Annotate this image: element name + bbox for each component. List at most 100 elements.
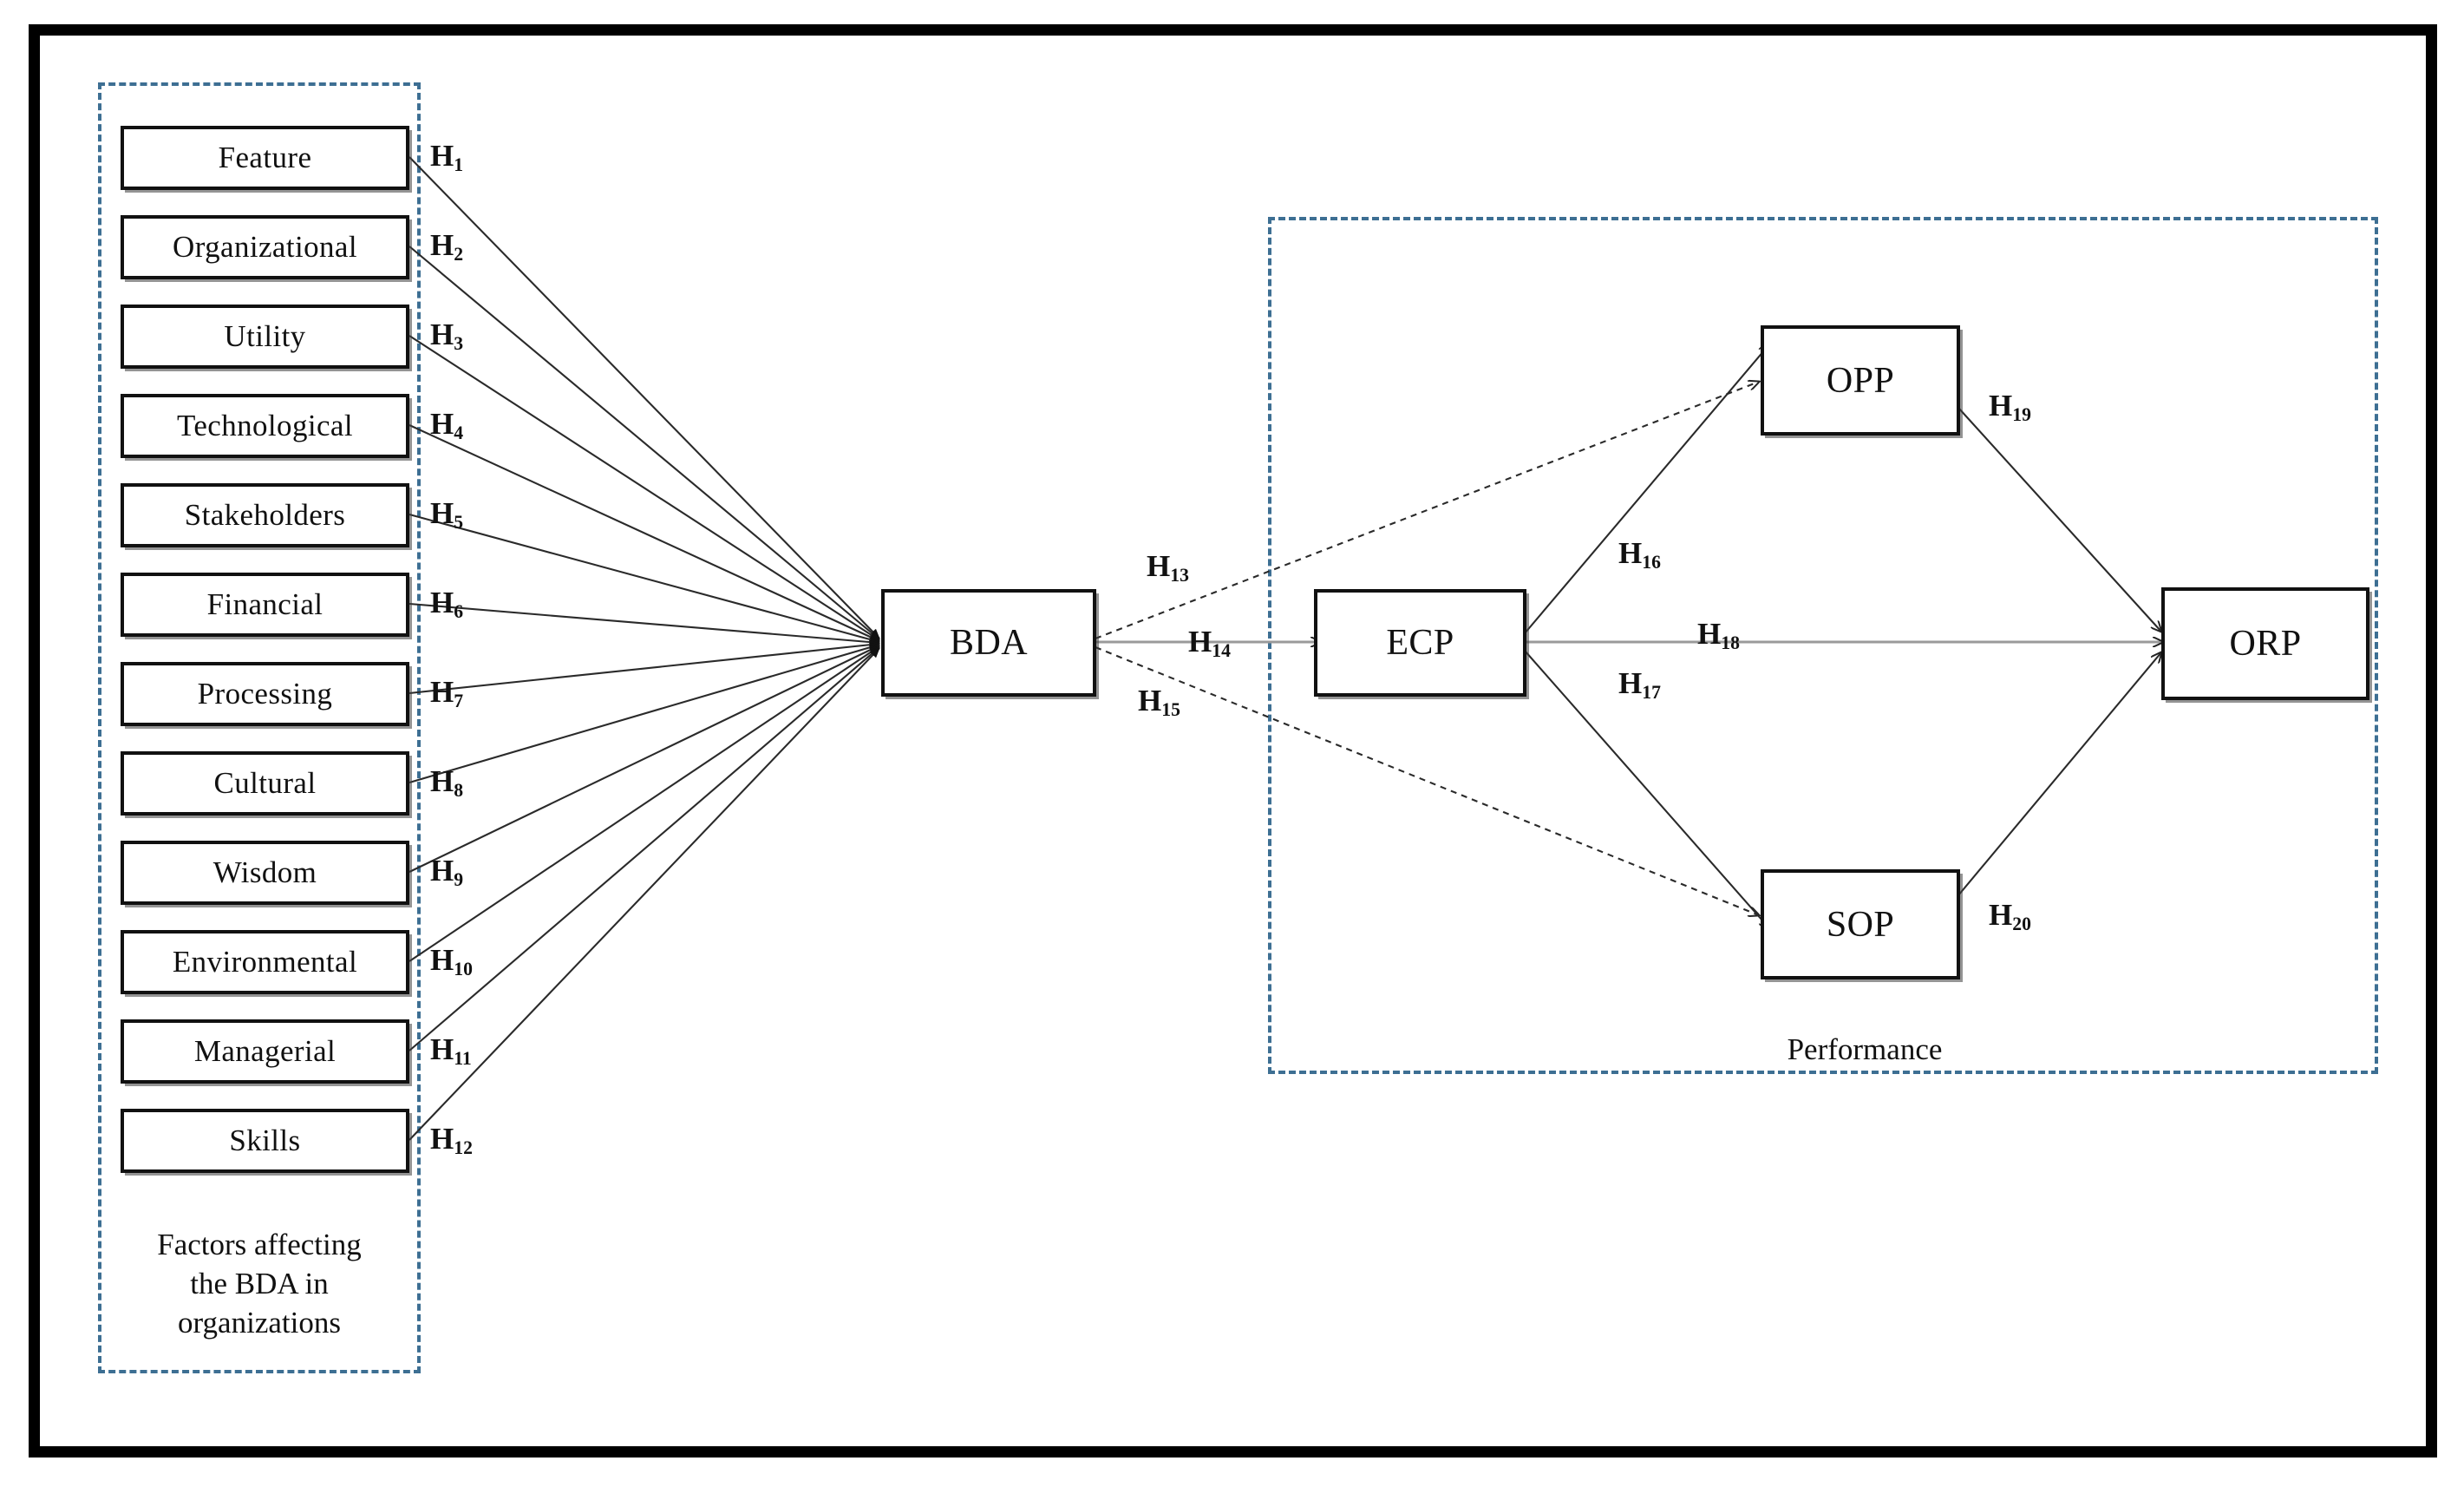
factor-box-skills[interactable]: Skills — [121, 1109, 409, 1173]
hypothesis-label-h14: H14 — [1188, 625, 1231, 660]
factor-label: Wisdom — [212, 855, 317, 889]
hypothesis-index: 1 — [454, 154, 464, 176]
hypothesis-index: 15 — [1161, 699, 1180, 721]
factor-label: Utility — [224, 319, 306, 353]
hypothesis-label-h12: H12 — [430, 1122, 473, 1157]
construct-box-bda[interactable]: BDA — [881, 589, 1096, 697]
hypothesis-index: 2 — [454, 244, 464, 265]
hypothesis-letter: H — [1138, 684, 1162, 717]
factor-label: Skills — [229, 1123, 301, 1157]
construct-box-opp[interactable]: OPP — [1761, 325, 1960, 436]
hypothesis-label-h10: H10 — [430, 943, 473, 979]
construct-box-ecp[interactable]: ECP — [1314, 589, 1526, 697]
hypothesis-label-h2: H2 — [430, 228, 463, 264]
hypothesis-letter: H — [430, 854, 454, 888]
hypothesis-letter: H — [430, 139, 454, 173]
factor-box-organizational[interactable]: Organizational — [121, 215, 409, 279]
hypothesis-label-h4: H4 — [430, 407, 463, 442]
hypothesis-label-h13: H13 — [1147, 549, 1189, 585]
hypothesis-letter: H — [430, 675, 454, 709]
hypothesis-letter: H — [430, 943, 454, 977]
factor-box-financial[interactable]: Financial — [121, 573, 409, 637]
hypothesis-letter: H — [1618, 536, 1643, 570]
factor-label: Environmental — [172, 945, 358, 979]
hypothesis-index: 8 — [454, 780, 464, 802]
factor-box-utility[interactable]: Utility — [121, 305, 409, 369]
hypothesis-index: 14 — [1212, 640, 1231, 662]
hypothesis-label-h7: H7 — [430, 675, 463, 711]
hypothesis-letter: H — [1989, 389, 2013, 423]
construct-label: OPP — [1826, 360, 1895, 401]
hypothesis-label-h11: H11 — [430, 1032, 472, 1068]
factor-label: Processing — [197, 677, 333, 711]
factor-box-cultural[interactable]: Cultural — [121, 751, 409, 816]
hypothesis-label-h8: H8 — [430, 764, 463, 800]
hypothesis-label-h6: H6 — [430, 586, 463, 621]
hypothesis-letter: H — [1989, 898, 2013, 932]
hypothesis-index: 3 — [454, 333, 464, 355]
hypothesis-label-h17: H17 — [1618, 666, 1661, 702]
hypothesis-label-h3: H3 — [430, 318, 463, 353]
factor-label: Cultural — [213, 766, 317, 800]
factor-label: Feature — [218, 141, 312, 174]
factor-label: Organizational — [173, 230, 357, 264]
factor-box-stakeholders[interactable]: Stakeholders — [121, 483, 409, 547]
hypothesis-index: 12 — [454, 1137, 473, 1159]
factor-box-environmental[interactable]: Environmental — [121, 930, 409, 994]
hypothesis-index: 18 — [1721, 632, 1740, 654]
hypothesis-label-h18: H18 — [1697, 617, 1740, 652]
construct-box-orp[interactable]: ORP — [2161, 587, 2369, 700]
hypothesis-letter: H — [1618, 666, 1643, 700]
factor-box-feature[interactable]: Feature — [121, 126, 409, 190]
factors-caption-line-2: the BDA in — [190, 1266, 329, 1300]
hypothesis-letter: H — [430, 228, 454, 262]
factor-box-technological[interactable]: Technological — [121, 394, 409, 458]
construct-label: SOP — [1826, 904, 1895, 945]
construct-box-sop[interactable]: SOP — [1761, 869, 1960, 979]
construct-label: ORP — [2229, 624, 2302, 664]
hypothesis-label-h15: H15 — [1138, 684, 1180, 719]
hypothesis-letter: H — [430, 318, 454, 351]
hypothesis-letter: H — [430, 407, 454, 441]
hypothesis-label-h20: H20 — [1989, 898, 2031, 933]
factor-label: Managerial — [193, 1034, 337, 1068]
factor-label: Financial — [206, 587, 324, 621]
factors-caption-line-3: organizations — [178, 1305, 341, 1340]
hypothesis-label-h5: H5 — [430, 496, 463, 532]
hypothesis-index: 10 — [454, 959, 473, 980]
hypothesis-index: 16 — [1642, 552, 1661, 573]
hypothesis-label-h1: H1 — [430, 139, 463, 174]
performance-group-panel — [1268, 217, 2378, 1074]
factors-caption-line-1: Factors affecting — [157, 1228, 362, 1261]
hypothesis-letter: H — [1697, 617, 1722, 651]
factor-box-wisdom[interactable]: Wisdom — [121, 841, 409, 905]
factor-label: Technological — [177, 409, 353, 442]
factor-box-processing[interactable]: Processing — [121, 662, 409, 726]
factor-label: Stakeholders — [184, 498, 346, 532]
hypothesis-letter: H — [430, 1032, 454, 1066]
hypothesis-index: 4 — [454, 423, 464, 444]
hypothesis-index: 11 — [454, 1048, 472, 1070]
performance-panel-caption: Performance — [1787, 1032, 1943, 1066]
construct-label: BDA — [950, 623, 1028, 663]
factor-box-managerial[interactable]: Managerial — [121, 1019, 409, 1084]
hypothesis-letter: H — [430, 496, 454, 530]
hypothesis-index: 13 — [1170, 565, 1189, 586]
hypothesis-index: 7 — [454, 691, 464, 712]
hypothesis-index: 19 — [2012, 404, 2031, 426]
hypothesis-letter: H — [1188, 625, 1212, 658]
hypothesis-index: 20 — [2012, 914, 2031, 935]
hypothesis-letter: H — [430, 1122, 454, 1156]
hypothesis-index: 17 — [1642, 682, 1661, 704]
hypothesis-label-h9: H9 — [430, 854, 463, 889]
hypothesis-label-h16: H16 — [1618, 536, 1661, 572]
hypothesis-letter: H — [430, 764, 454, 798]
hypothesis-index: 5 — [454, 512, 464, 534]
hypothesis-index: 6 — [454, 601, 464, 623]
construct-label: ECP — [1386, 623, 1454, 663]
hypothesis-index: 9 — [454, 869, 464, 891]
hypothesis-label-h19: H19 — [1989, 389, 2031, 424]
hypothesis-letter: H — [430, 586, 454, 619]
hypothesis-letter: H — [1147, 549, 1171, 583]
